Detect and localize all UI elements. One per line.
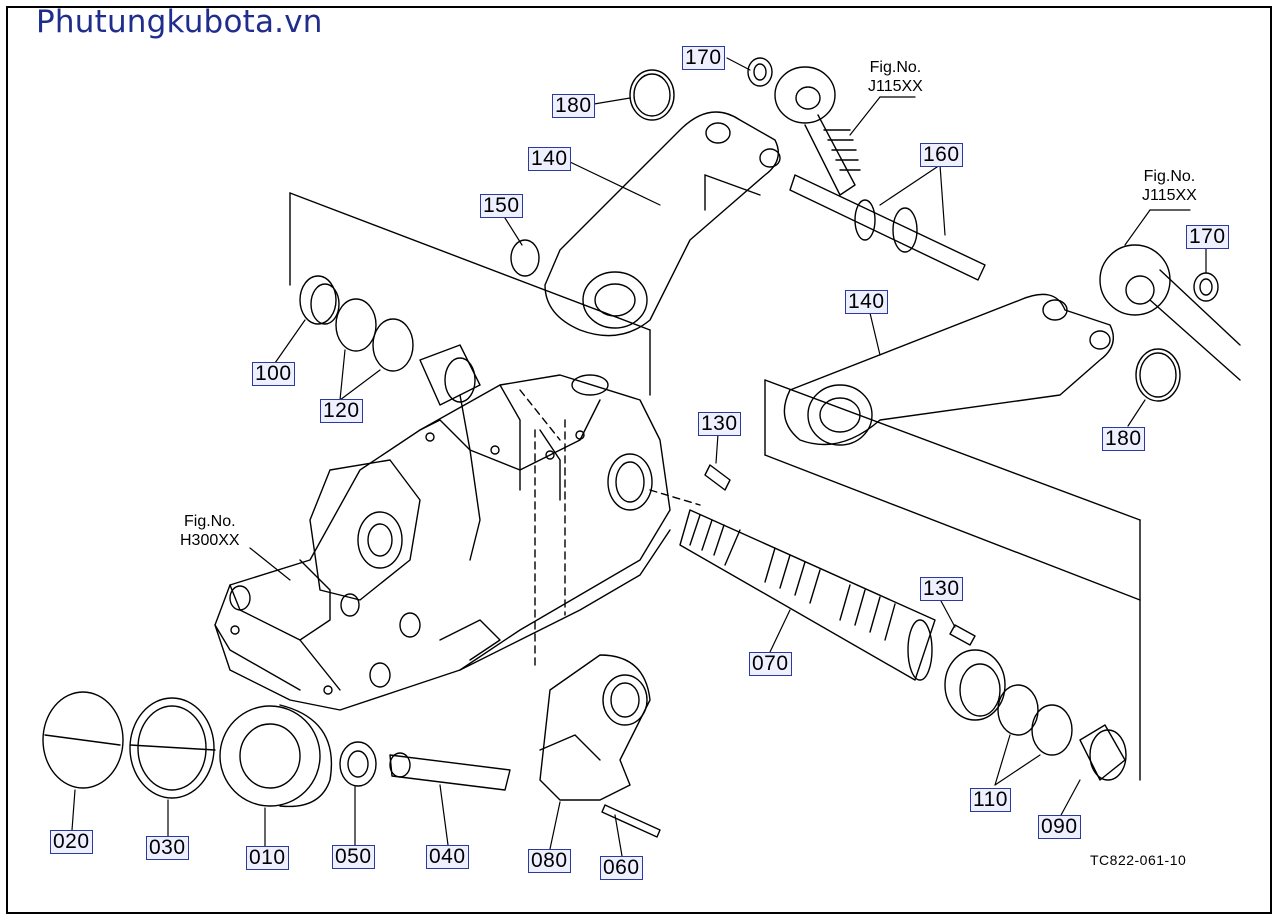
shaft-070 [679,509,936,681]
fig-ref-left-line1: Fig.No. [184,513,236,530]
bushing-upper-set [299,275,481,406]
part-label-180-lower[interactable]: 180 [1102,427,1145,451]
lift-arm-lower [783,293,1114,446]
part-label-040[interactable]: 040 [426,845,469,869]
fig-ref-right[interactable]: Fig.No. J115XX [1142,167,1197,205]
ball-joint-upper [774,66,861,196]
snap-rings [510,57,1219,402]
part-label-050[interactable]: 050 [332,845,375,869]
brand-title: Phutungkubota.vn [36,4,323,40]
grease-fittings [704,464,976,646]
assembly-outline-right [764,379,1141,781]
bushing-lower-set [944,649,1127,781]
part-label-130-lower[interactable]: 130 [920,577,963,601]
ball-joint-lower [1099,244,1241,381]
part-label-180-upper[interactable]: 180 [552,94,595,118]
fig-ref-top-line2: J115XX [868,78,923,95]
part-label-110[interactable]: 110 [970,788,1011,812]
lift-lever-080 [539,654,661,838]
fig-ref-top-line1: Fig.No. [869,59,922,76]
drawing-frame [6,6,1272,914]
lift-arm-upper [544,111,781,337]
part-label-100[interactable]: 100 [252,362,295,386]
dashed-guides [519,389,701,666]
part-label-030[interactable]: 030 [146,836,189,860]
fig-ref-right-line2: J115XX [1142,187,1197,204]
leader-lines [71,57,1207,857]
part-label-080[interactable]: 080 [528,849,571,873]
part-label-130-upper[interactable]: 130 [698,412,741,436]
fig-ref-left[interactable]: Fig.No. H300XX [180,512,240,550]
pin-160 [789,174,986,281]
fig-ref-top[interactable]: Fig.No. J115XX [868,58,923,96]
part-label-140-lower[interactable]: 140 [845,290,888,314]
drawing-code: TC822-061-10 [1090,852,1187,868]
part-label-120[interactable]: 120 [320,399,363,423]
fig-ref-right-line1: Fig.No. [1143,168,1196,185]
hydraulic-housing [214,374,671,711]
part-label-070[interactable]: 070 [749,652,792,676]
part-label-010[interactable]: 010 [246,846,289,870]
part-label-020[interactable]: 020 [50,830,93,854]
part-label-090[interactable]: 090 [1038,815,1081,839]
piston-assembly [42,691,511,808]
part-label-170-lower[interactable]: 170 [1186,225,1229,249]
part-label-150[interactable]: 150 [480,194,523,218]
part-label-170-upper[interactable]: 170 [682,46,725,70]
part-label-140-upper[interactable]: 140 [528,147,571,171]
fig-ref-left-line2: H300XX [180,532,240,549]
part-label-160[interactable]: 160 [920,143,963,167]
assembly-outline-left [289,192,651,396]
part-label-060[interactable]: 060 [600,856,643,880]
